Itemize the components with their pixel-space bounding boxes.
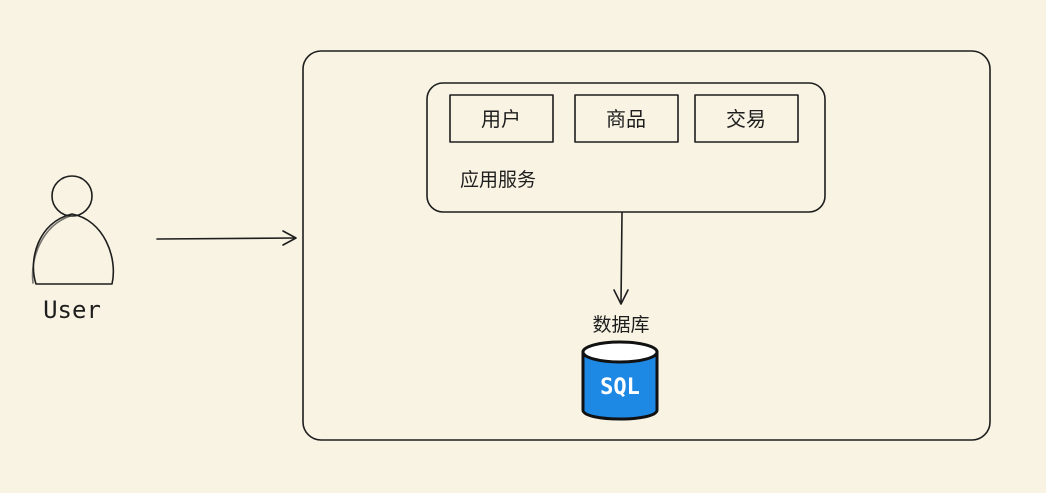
- system-boundary: [302, 50, 991, 441]
- module-product-label: 商品: [606, 107, 646, 131]
- person-icon: [31, 175, 115, 285]
- module-trade-label: 交易: [726, 107, 766, 131]
- database-label: 数据库: [592, 314, 649, 336]
- module-trade: 交易: [694, 94, 799, 143]
- sql-icon-text: SQL: [600, 375, 640, 400]
- user-figure: User: [31, 175, 115, 324]
- module-user-label: 用户: [481, 107, 521, 131]
- service-to-database-arrow: [613, 212, 629, 305]
- database: 数据库 SQL: [581, 314, 659, 421]
- module-user: 用户: [449, 94, 554, 143]
- user-label: User: [43, 296, 101, 324]
- user-to-system-arrow: [156, 230, 297, 246]
- module-product: 商品: [574, 94, 679, 143]
- app-service-box: 用户 商品 交易 应用服务: [426, 82, 826, 213]
- sql-database-icon: SQL: [581, 340, 659, 421]
- app-service-label: 应用服务: [460, 169, 536, 191]
